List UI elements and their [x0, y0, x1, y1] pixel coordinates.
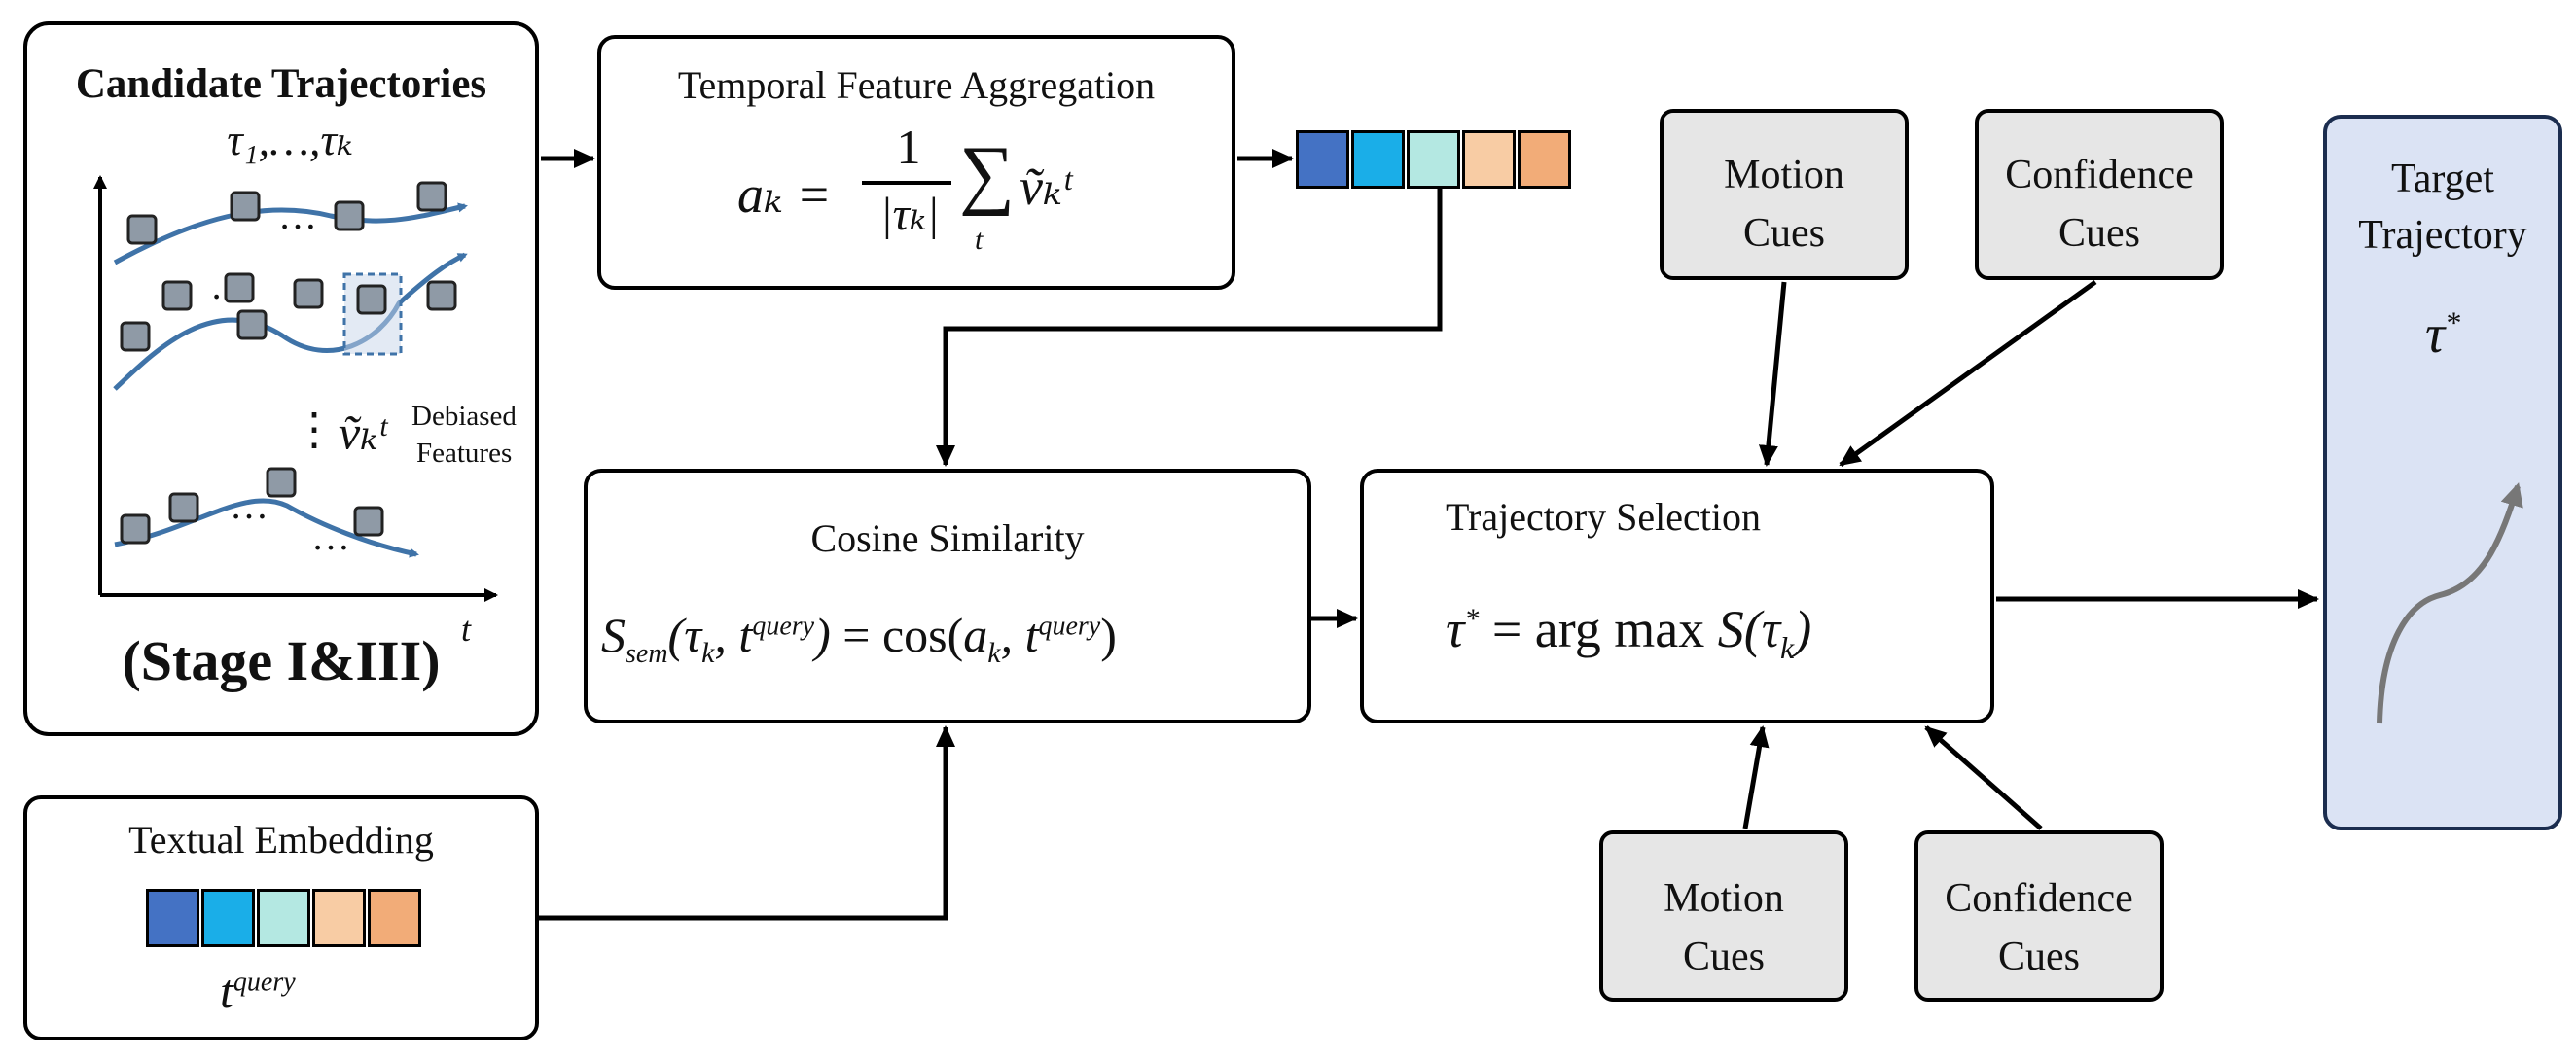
- summation-term: ṽₖᵗ: [1020, 158, 1071, 216]
- arrow-motion-top-to-selection: [1758, 281, 1787, 467]
- candidate-trajectories-box: Candidate Trajectories τ₁,…,τₖ (Stage I&…: [23, 21, 539, 736]
- target-trajectory-curve: [2377, 482, 2523, 724]
- cosine-title: Cosine Similarity: [810, 516, 1085, 560]
- aggregation-formula-numerator: 1: [896, 120, 921, 174]
- cosine-similarity-box: Cosine Similarity Ssem(τk, tquery) = cos…: [584, 469, 1311, 723]
- query-embedding-vector: [146, 889, 428, 947]
- textual-embedding-box: Textual Embedding tquery: [23, 795, 539, 1040]
- query-cell-2: [201, 889, 255, 947]
- arrow-query-to-cosine: [539, 725, 955, 921]
- arrow-vector-to-cosine: [936, 189, 1443, 467]
- candidate-title: Candidate Trajectories: [75, 61, 487, 107]
- vertical-ellipsis: ⋮: [292, 405, 337, 454]
- aggregation-formula-lhs: aₖ =: [737, 165, 832, 224]
- target-trajectory-box: Target Trajectory τ*: [2323, 115, 2562, 830]
- arrow-confidence-top-to-selection: [1839, 279, 2097, 468]
- detection-thumbnails: [120, 181, 457, 545]
- trajectory-curve-3: [114, 498, 419, 558]
- selection-title: Trajectory Selection: [1446, 495, 1762, 539]
- query-cell-1: [146, 889, 199, 947]
- motion-cues-top: Motion Cues: [1660, 109, 1909, 280]
- arrow-motion-bottom-to-selection: [1742, 725, 1770, 829]
- feature-cell-2: [1351, 130, 1405, 189]
- stage-label: (Stage I&III): [122, 629, 441, 692]
- query-cell-4: [312, 889, 366, 947]
- ellipsis-row1: …: [278, 194, 317, 237]
- debiased-label-line2: Features: [416, 438, 513, 469]
- motion-cues-bottom: Motion Cues: [1599, 830, 1848, 1002]
- temporal-aggregation-box: Temporal Feature Aggregation aₖ = 1 |τₖ|…: [597, 35, 1235, 290]
- textual-title: Textual Embedding: [128, 818, 434, 862]
- summation-symbol: ∑: [959, 131, 1016, 217]
- summation-subscript: t: [975, 224, 984, 256]
- trajectory-curve-2: [113, 252, 468, 391]
- feature-cell-5: [1518, 130, 1571, 189]
- debiased-label-line1: Debiased: [411, 401, 517, 432]
- trajectory-selection-box: Trajectory Selection τ* = arg max S(τk): [1360, 469, 1994, 723]
- candidate-subtitle: τ₁,…,τₖ: [227, 115, 353, 164]
- confidence-cues-bottom: Confidence Cues: [1914, 830, 2164, 1002]
- feature-cell-1: [1296, 130, 1349, 189]
- arrow-confidence-bottom-to-selection: [1924, 725, 2043, 830]
- confidence-cues-top: Confidence Cues: [1975, 109, 2224, 280]
- aggregation-formula-denominator: |τₖ|: [879, 189, 940, 240]
- debiased-vector-label: ṽₖᵗ: [339, 406, 386, 460]
- aggregated-feature-vector: [1296, 130, 1578, 189]
- aggregation-title: Temporal Feature Aggregation: [677, 63, 1156, 107]
- query-cell-5: [368, 889, 421, 947]
- feature-cell-3: [1407, 130, 1460, 189]
- selection-formula: τ* = arg max S(τk): [1446, 600, 1812, 665]
- cosine-formula: Ssem(τk, tquery) = cos(ak, tquery): [601, 608, 1117, 669]
- query-cell-3: [257, 889, 310, 947]
- time-axis-label: t: [461, 610, 472, 649]
- query-label: tquery: [220, 964, 296, 1018]
- fraction-bar: [862, 181, 951, 185]
- trajectory-curve-1: [113, 202, 468, 265]
- feature-cell-4: [1462, 130, 1516, 189]
- target-symbol: τ*: [2424, 304, 2461, 365]
